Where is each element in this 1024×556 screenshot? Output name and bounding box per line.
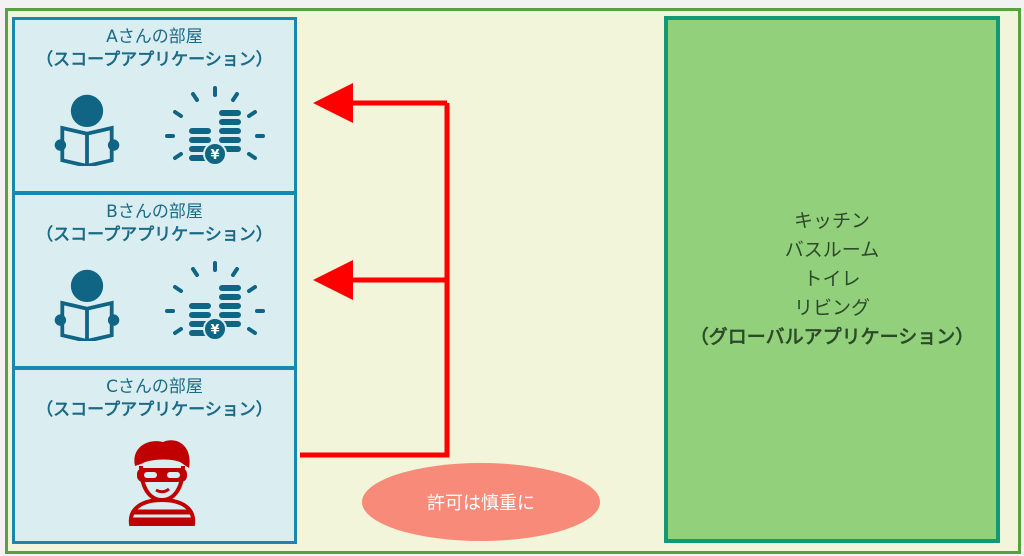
reading-person-icon	[47, 90, 127, 166]
caution-note: 許可は慎重に	[362, 463, 600, 541]
thief-icon	[128, 440, 196, 526]
room-subtitle: （スコープアプリケーション）	[36, 400, 273, 420]
global-item-living: リビング	[793, 297, 870, 319]
room-title: Aさんの部屋	[106, 27, 203, 47]
global-item-kitchen: キッチン	[793, 210, 870, 232]
room-subtitle: （スコープアプリケーション）	[36, 50, 273, 70]
global-item-toilet: トイレ	[803, 268, 861, 290]
connector-vertical	[300, 103, 450, 458]
room-subtitle: （スコープアプリケーション）	[36, 225, 273, 245]
room-b: Bさんの部屋 （スコープアプリケーション）	[12, 192, 297, 369]
global-label: （グローバルアプリケーション）	[689, 326, 975, 348]
reading-person-icon	[47, 265, 127, 341]
global-item-bathroom: バスルーム	[784, 239, 880, 261]
room-c: Cさんの部屋 （スコープアプリケーション）	[12, 367, 297, 544]
coins-yen-icon	[165, 261, 265, 341]
room-title: Cさんの部屋	[106, 377, 203, 397]
coins-yen-icon	[165, 86, 265, 166]
room-title: Bさんの部屋	[106, 202, 203, 222]
global-application-box: キッチン バスルーム トイレ リビング （グローバルアプリケーション）	[664, 16, 1000, 543]
room-a: Aさんの部屋 （スコープアプリケーション）	[12, 17, 297, 194]
